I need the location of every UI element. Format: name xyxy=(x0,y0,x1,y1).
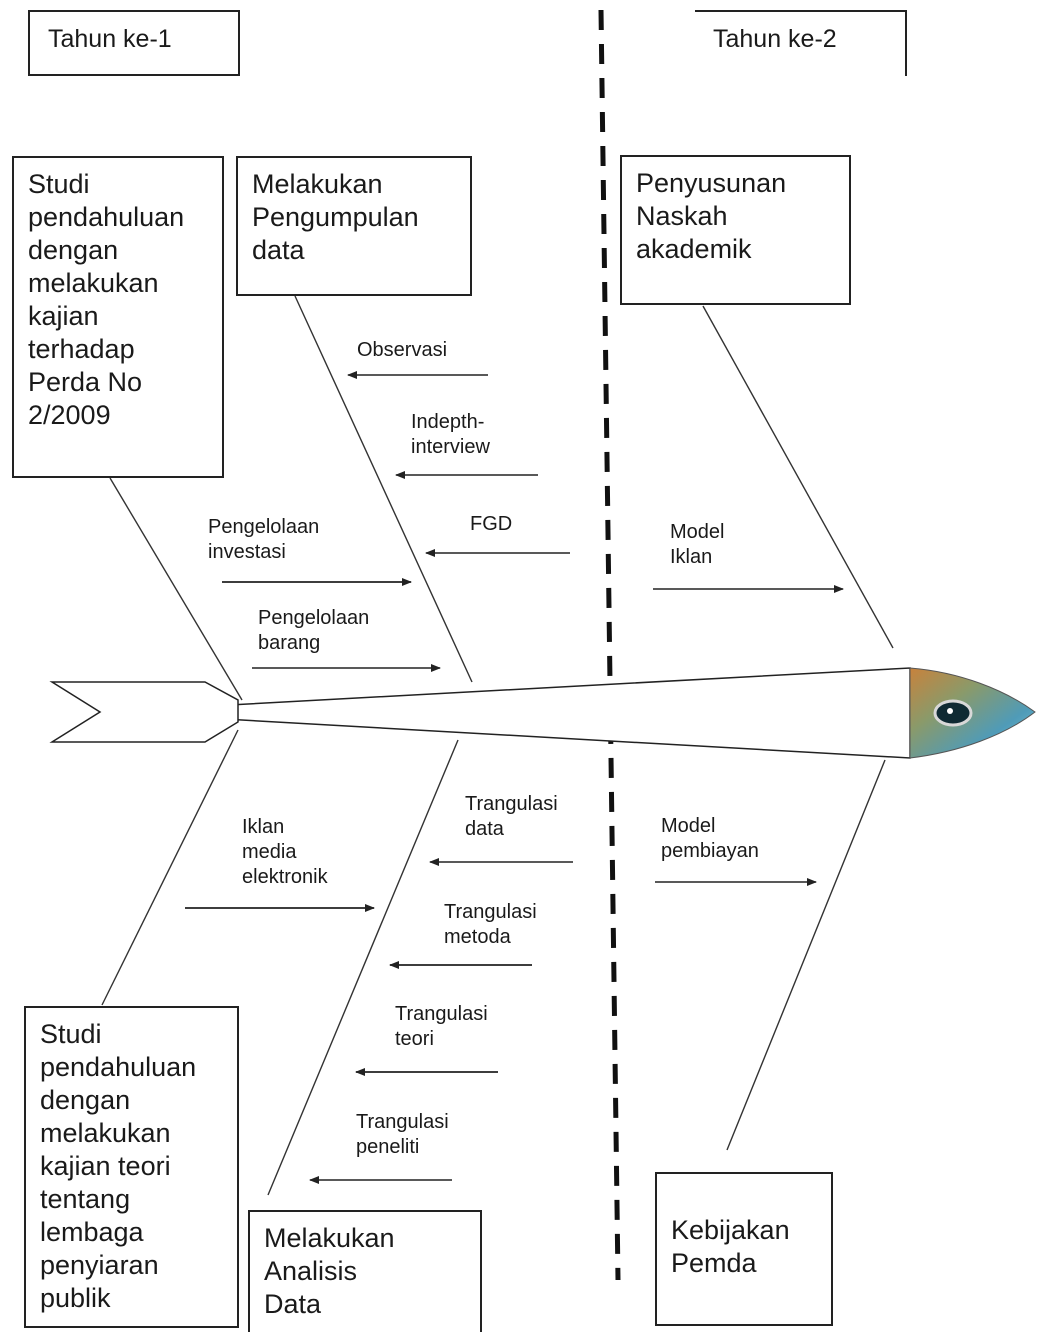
label-model-pembiayan: Model pembiayan xyxy=(661,815,759,862)
label-trangulasi-teori: Trangulasi teori xyxy=(395,1003,488,1050)
box-analisis-data: Melakukan Analisis Data xyxy=(248,1210,482,1332)
box-naskah-akademik: Penyusunan Naskah akademik xyxy=(620,155,851,305)
bone-studi-teori xyxy=(101,729,239,1006)
bone-naskah-akademik xyxy=(702,305,894,649)
box-studi-teori: Studi pendahuluan dengan melakukan kajia… xyxy=(24,1006,239,1328)
label-trangulasi-data: Trangulasi data xyxy=(465,793,558,840)
bone-studi-perda xyxy=(109,477,243,701)
bone-analisis-data xyxy=(267,739,459,1196)
label-pengelolaan-barang: Pengelolaan barang xyxy=(258,607,370,654)
box-studi-perda: Studi pendahuluan dengan melakukan kajia… xyxy=(12,156,224,478)
label-observasi: Observasi xyxy=(357,339,448,361)
label-trangulasi-metoda: Trangulasi metoda xyxy=(444,901,537,948)
label-iklan-media-elektronik: Iklan media elektronik xyxy=(242,816,328,888)
fish-tail xyxy=(49,681,239,743)
year-1-label: Tahun ke-1 xyxy=(28,10,240,76)
label-pengelolaan-investasi: Pengelolaan investasi xyxy=(208,516,320,563)
year-divider-line xyxy=(598,9,621,1281)
label-indepth-interview: Indepth- interview xyxy=(411,411,490,458)
box-kebijakan-pemda: Kebijakan Pemda xyxy=(655,1172,833,1326)
fish-eye xyxy=(933,699,973,727)
bone-kebijakan-pemda xyxy=(726,759,886,1151)
label-model-iklan: Model Iklan xyxy=(670,521,725,568)
box-pengumpulan-data: Melakukan Pengumpulan data xyxy=(236,156,472,296)
bone-pengumpulan-data xyxy=(294,295,473,683)
label-trangulasi-peneliti: Trangulasi peneliti xyxy=(356,1111,449,1158)
label-fgd: FGD xyxy=(470,513,513,535)
year-2-label: Tahun ke-2 xyxy=(695,10,907,76)
